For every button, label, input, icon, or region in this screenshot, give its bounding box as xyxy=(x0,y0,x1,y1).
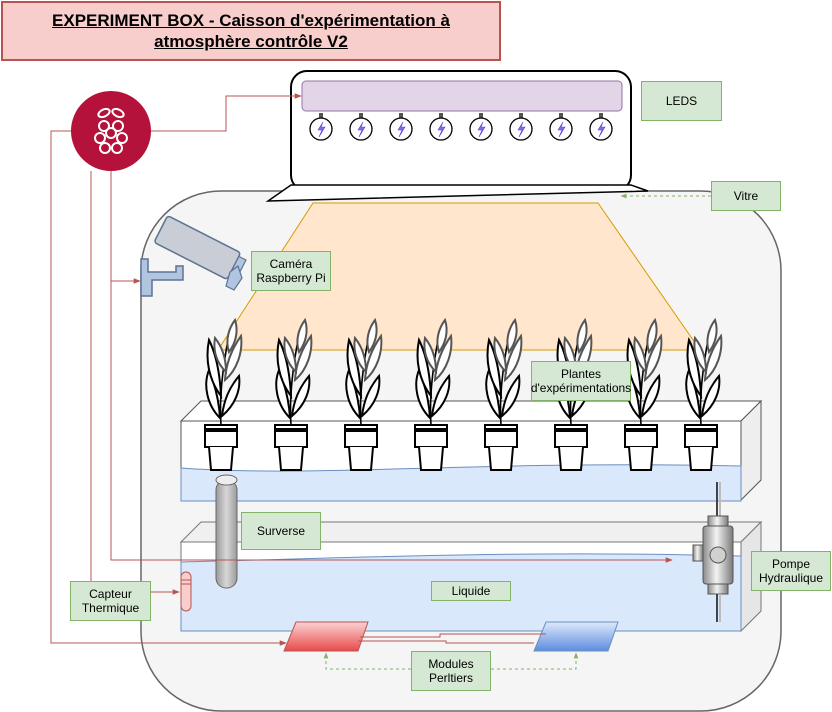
plant-tray xyxy=(179,399,763,502)
hydraulic-pump-icon xyxy=(692,482,734,622)
label-surverse: Surverse xyxy=(241,512,321,550)
plant-pot-icon xyxy=(204,317,243,471)
plant-pot-icon xyxy=(414,317,453,471)
reservoir xyxy=(179,520,763,633)
plant-pot-icon xyxy=(624,317,663,471)
wire-peltier xyxy=(50,130,287,646)
light-bulb-icon xyxy=(509,113,533,141)
label-vitre: Vitre xyxy=(711,181,781,211)
wire-pump xyxy=(110,281,673,563)
security-camera-icon xyxy=(140,215,247,297)
light-bulb-icon xyxy=(349,113,373,141)
light-bulb-icon xyxy=(389,113,413,141)
label-camera: Caméra Raspberry Pi xyxy=(251,251,331,291)
label-liquide: Liquide xyxy=(431,581,511,601)
light-bulb-icon xyxy=(429,113,453,141)
led-bar xyxy=(301,80,623,112)
plant-pot-icon xyxy=(344,317,383,471)
overflow-pipe xyxy=(215,474,238,589)
label-pompe: Pompe Hydraulique xyxy=(751,551,831,591)
label-plantes: Plantes d'expérimentations xyxy=(531,361,631,401)
plant-pot-icon xyxy=(274,317,313,471)
light-bulb-icon xyxy=(309,113,333,141)
label-capteur: Capteur Thermique xyxy=(70,581,151,621)
led-panel xyxy=(265,70,649,202)
label-leds: LEDS xyxy=(641,81,722,121)
diagram-title-box: EXPERIMENT BOX - Caisson d'expérimentati… xyxy=(1,1,501,61)
link-peltier-hot xyxy=(323,652,411,670)
plant-pot-icon xyxy=(484,317,523,471)
light-bulb-icon xyxy=(589,113,613,141)
raspberry-pi-icon xyxy=(71,91,151,171)
diagram-title: EXPERIMENT BOX - Caisson d'expérimentati… xyxy=(52,11,450,51)
tray-water xyxy=(180,464,742,502)
annotation-links xyxy=(323,193,711,670)
wire-camera xyxy=(110,171,141,284)
wire-leds xyxy=(151,93,302,132)
thermal-sensor-icon xyxy=(180,571,192,612)
peltier-module-icon xyxy=(283,621,619,652)
plants-group xyxy=(204,317,723,471)
link-peltier-cold xyxy=(491,652,579,670)
label-modules: Modules Perltiers xyxy=(411,651,491,691)
plant-pot-icon xyxy=(684,317,723,471)
light-bulb-icon xyxy=(549,113,573,141)
light-bulb-icon xyxy=(469,113,493,141)
